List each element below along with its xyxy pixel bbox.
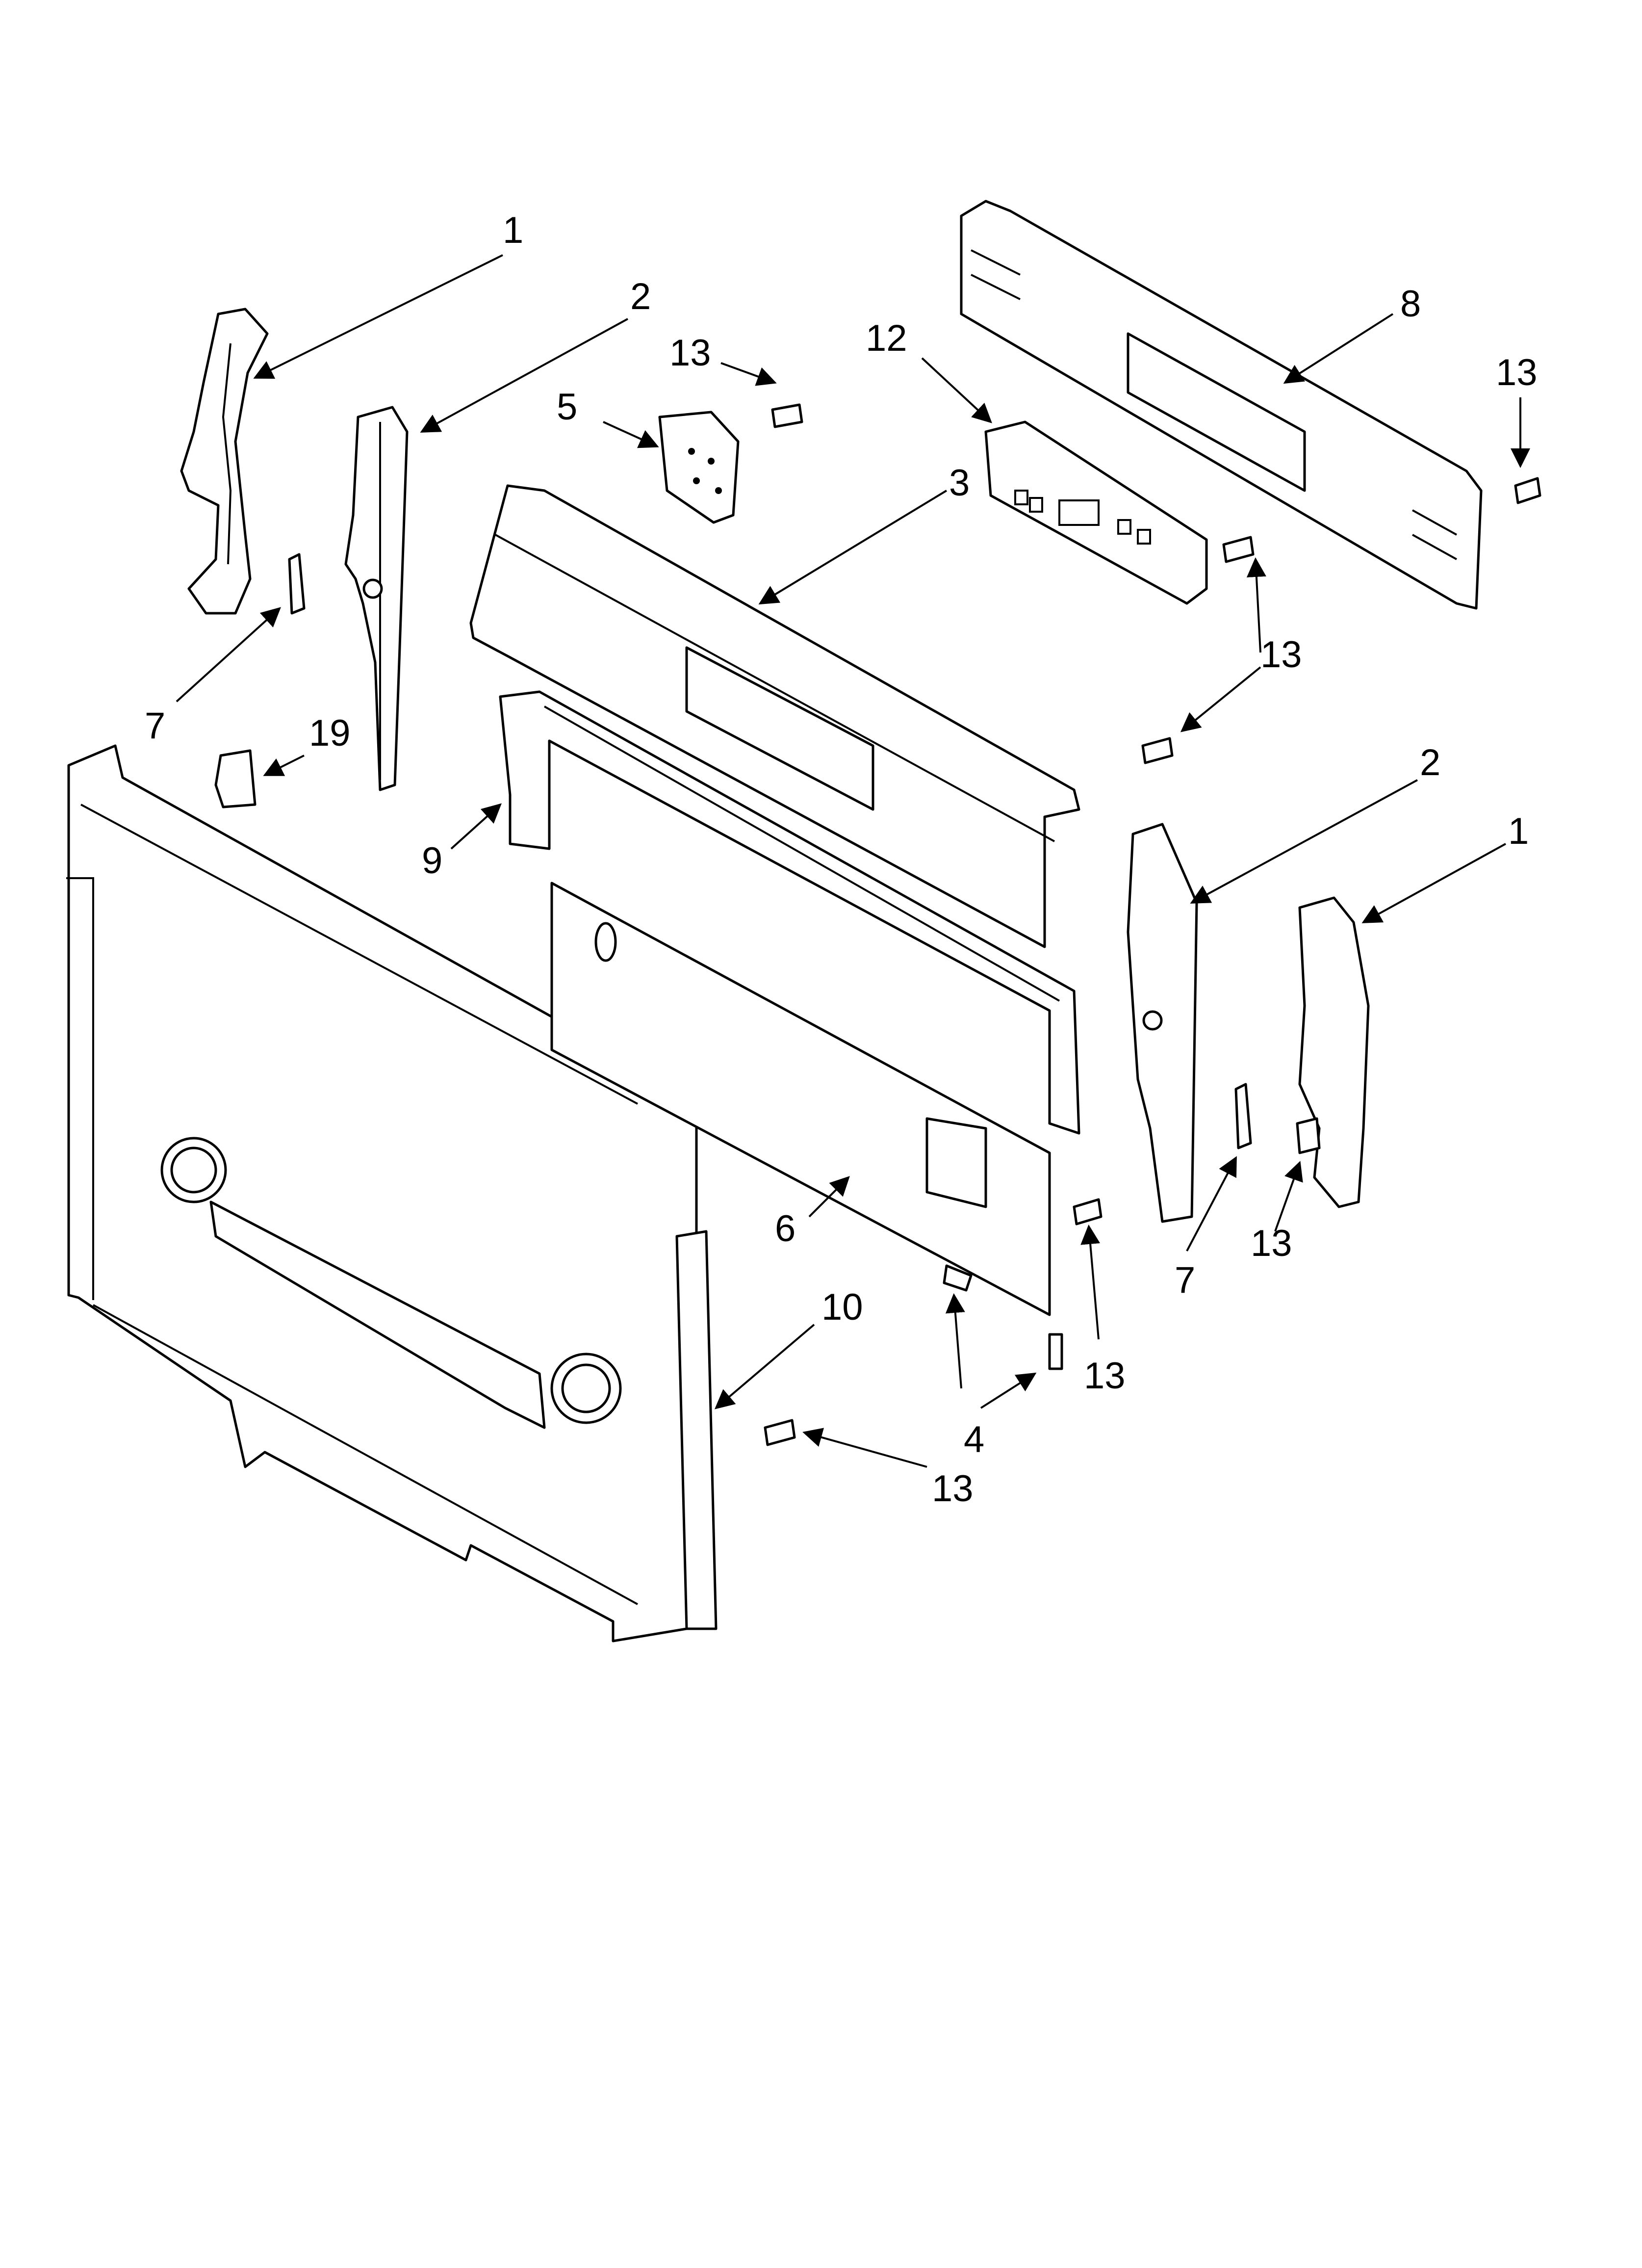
screw-icon	[771, 403, 803, 428]
callout-label: 13	[669, 332, 711, 374]
callout-label: 8	[1400, 283, 1421, 325]
callout-label: 2	[630, 276, 651, 317]
screw-icon	[1141, 737, 1174, 764]
callout-label: 13	[1260, 634, 1302, 676]
screw-icon	[1296, 1117, 1321, 1154]
callout-label: 13	[1496, 352, 1538, 393]
callout-label: 5	[557, 386, 577, 428]
clip-left-part-7	[288, 553, 306, 615]
screw-icon	[1048, 1333, 1063, 1370]
callout-label: 6	[775, 1208, 795, 1250]
clip-part-19	[214, 749, 257, 808]
callout-labels: 1 2 13 5 12 8 13 3 13 7 19 9 2 1 6 7 13 …	[145, 209, 1538, 1510]
backguard-part-8	[960, 200, 1483, 610]
callout-label: 9	[422, 840, 442, 882]
screw-icon	[764, 1419, 796, 1446]
panel-part-6	[550, 882, 1051, 1316]
side-trim-left-part-1	[180, 308, 269, 615]
cover-part-3	[469, 484, 1080, 948]
callout-label: 2	[1420, 742, 1440, 783]
callout-label: 10	[821, 1286, 863, 1328]
lower-panel-part-10	[66, 744, 718, 1642]
side-bracket-right-part-2	[1127, 823, 1198, 1223]
screw-icon	[943, 1264, 973, 1292]
screw-icon	[1222, 536, 1255, 563]
screw-icon	[1514, 477, 1541, 504]
callout-label: 1	[503, 209, 523, 251]
side-trim-right-part-1	[1298, 896, 1370, 1208]
side-bracket-left-part-2	[344, 406, 409, 791]
callout-label: 7	[145, 705, 165, 747]
control-panel-part-12	[984, 420, 1208, 605]
leader-lines	[176, 254, 1530, 1468]
callout-label: 13	[932, 1468, 974, 1510]
callout-label: 4	[964, 1419, 984, 1460]
clip-right-part-7	[1234, 1083, 1252, 1149]
callout-label: 13	[1084, 1355, 1126, 1397]
callout-label: 1	[1508, 810, 1529, 852]
screws	[764, 403, 1541, 1446]
channel-part-9	[499, 690, 1080, 1135]
callout-label: 13	[1251, 1223, 1292, 1264]
screw-icon	[1073, 1198, 1103, 1225]
callout-label: 19	[309, 712, 351, 754]
callout-label: 7	[1175, 1259, 1195, 1301]
callout-label: 12	[866, 317, 907, 359]
board-part-5	[658, 411, 740, 524]
callout-label: 3	[949, 462, 970, 504]
